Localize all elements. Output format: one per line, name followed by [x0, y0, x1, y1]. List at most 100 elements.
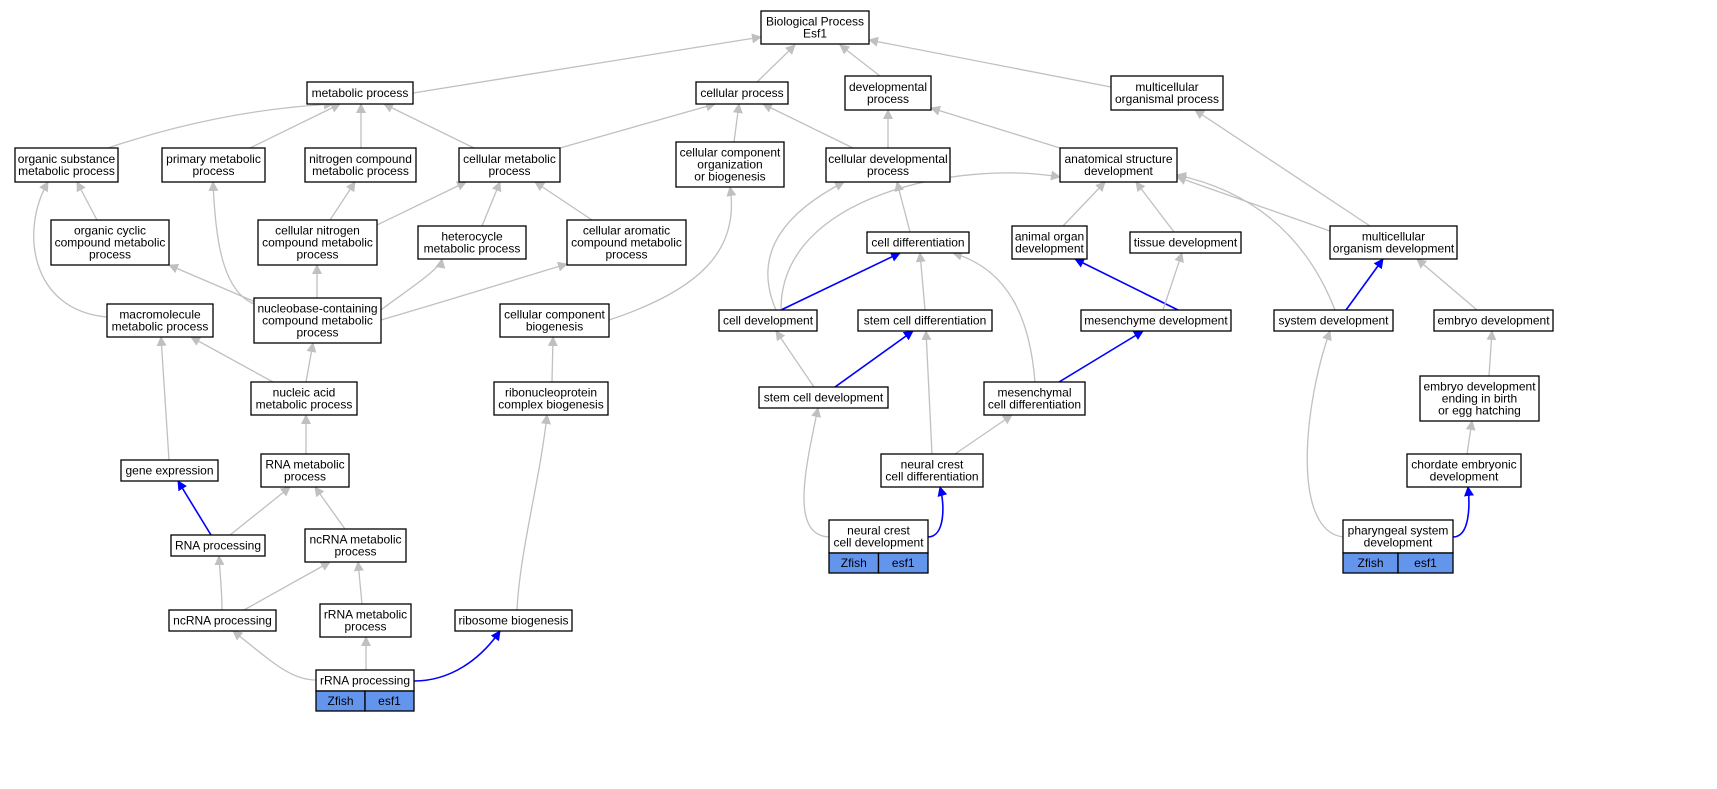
edge-direct-annotation [1345, 258, 1384, 311]
edge-direct-annotation [177, 480, 212, 536]
go-term-node-stem-cell-dev[interactable]: stem cell development [758, 386, 889, 409]
gene-label[interactable]: esf1 [892, 556, 915, 570]
node-label-line: process [867, 164, 909, 178]
node-box [50, 219, 170, 266]
edge-is-a [930, 105, 1061, 149]
node-box [1406, 453, 1522, 488]
edge-is-a [76, 181, 98, 221]
node-box [1273, 309, 1394, 332]
edge-is-a [156, 336, 170, 461]
go-term-node-ribosome-biogen[interactable]: ribosome biogenesis [454, 609, 573, 632]
go-term-node-embryo-dev[interactable]: embryo development [1433, 309, 1554, 332]
species-label[interactable]: Zfish [1357, 556, 1383, 570]
go-term-node-rrna-proc[interactable]: rRNA processing [315, 669, 415, 692]
node-box [304, 528, 407, 563]
node-label-line: organic cyclic [74, 224, 146, 238]
edge-is-a [107, 99, 334, 149]
go-term-node-system-dev[interactable]: system development [1273, 309, 1394, 332]
edge-is-a [767, 181, 845, 311]
go-term-node-metabolic[interactable]: metabolic process [306, 81, 414, 105]
gene-label[interactable]: esf1 [378, 694, 401, 708]
go-term-node-cell-diff[interactable]: cell differentiation [866, 231, 970, 254]
annotation-row-pharyngeal: Zfish esf1 [1342, 552, 1454, 574]
go-term-node-tissue-dev[interactable]: tissue development [1129, 231, 1242, 254]
node-label-line: primary metabolic [166, 152, 261, 166]
node-label-line: RNA metabolic [265, 458, 344, 472]
edge-is-a [894, 181, 911, 233]
node-label-line: biogenesis [526, 320, 583, 334]
node-box [1059, 147, 1178, 183]
species-label[interactable]: Zfish [327, 694, 353, 708]
node-label-line: stem cell development [764, 391, 884, 405]
node-label-line: pharyngeal system [1348, 524, 1449, 538]
edge-is-a [329, 181, 356, 221]
node-label-line: cell development [833, 536, 924, 550]
edge-is-a [380, 258, 446, 311]
edge-is-a [249, 103, 341, 149]
node-label-line: ribosome biogenesis [458, 614, 568, 628]
node-label-line: animal organ [1015, 230, 1084, 244]
node-box [1329, 225, 1458, 260]
node-label-line: metabolic process [424, 242, 521, 256]
node-label-line: ending in birth [1442, 392, 1517, 406]
node-box [306, 81, 414, 105]
node-label-line: development [1015, 242, 1084, 256]
go-term-node-cellular-proc[interactable]: cellular process [695, 81, 789, 105]
edge-direct-annotation [1058, 330, 1144, 383]
node-label-line: process [344, 620, 386, 634]
edge-is-a [33, 181, 108, 318]
go-term-node-stem-cell-diff[interactable]: stem cell differentiation [857, 309, 993, 332]
go-term-node-cell-development[interactable]: cell development [718, 309, 818, 332]
go-term-node-gene-expr[interactable]: gene expression [120, 459, 219, 482]
node-box [844, 75, 932, 111]
edge-is-a [762, 103, 854, 149]
node-label-line: compound metabolic [262, 314, 373, 328]
node-box [566, 219, 687, 266]
go-term-node-ncrna-proc[interactable]: ncRNA processing [168, 609, 277, 632]
go-term-node-mesenchyme-dev[interactable]: mesenchyme development [1080, 309, 1232, 332]
edge-is-a [516, 414, 552, 611]
node-label-line: complex biogenesis [498, 398, 603, 412]
species-label[interactable]: Zfish [841, 556, 867, 570]
node-label-line: cellular component [504, 308, 605, 322]
node-label-line: chordate embryonic [1411, 458, 1516, 472]
node-label-line: organic substance [18, 152, 116, 166]
node-label-line: cell differentiation [871, 236, 964, 250]
node-label-line: or egg hatching [1438, 404, 1521, 418]
go-term-node-rna-proc[interactable]: RNA processing [170, 534, 266, 557]
edge-is-a [954, 414, 1013, 455]
gene-label[interactable]: esf1 [1414, 556, 1437, 570]
edge-direct-annotation [1074, 258, 1179, 311]
